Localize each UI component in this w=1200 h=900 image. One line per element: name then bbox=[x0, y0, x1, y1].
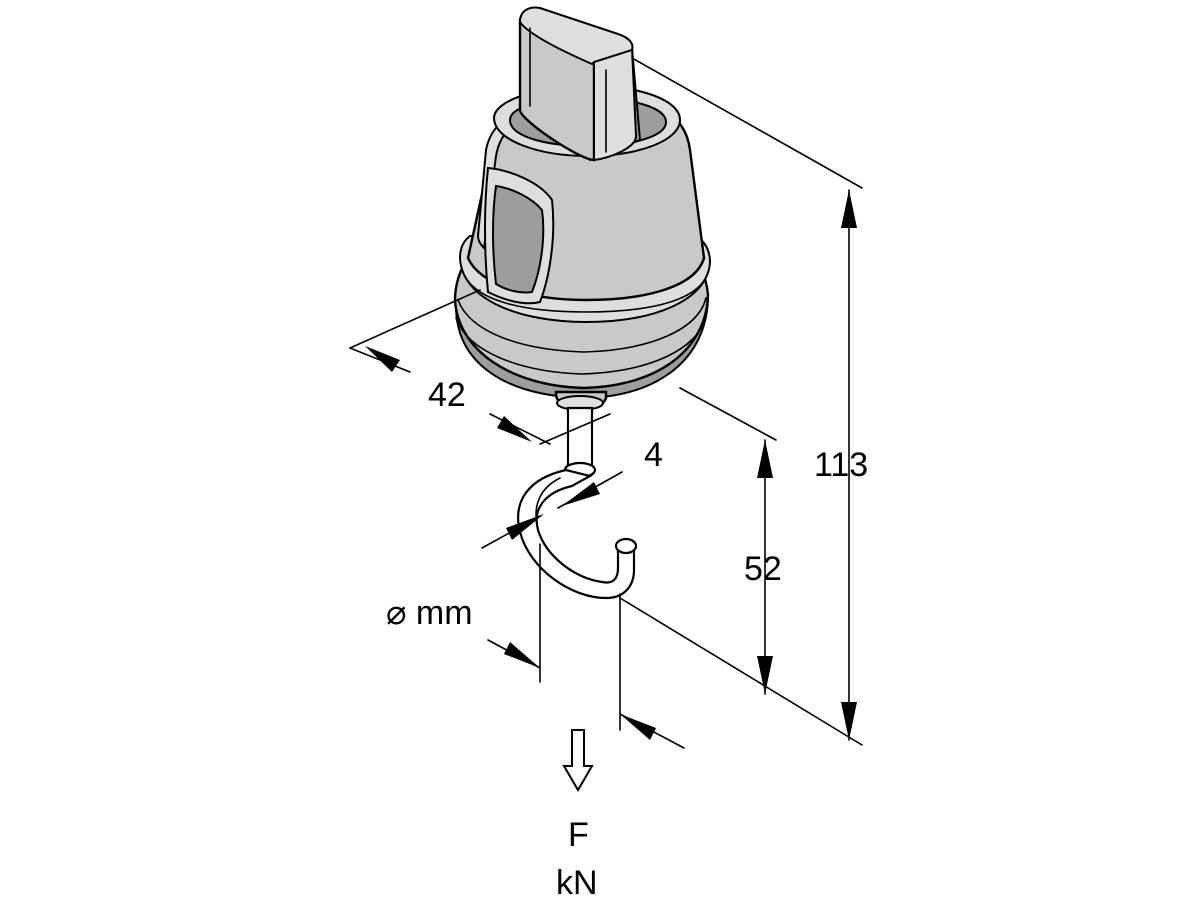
width-dimension-line-b bbox=[489, 413, 551, 445]
load-arrow-icon bbox=[562, 729, 594, 792]
dimension-hook-height-label: 52 bbox=[744, 550, 782, 588]
key-edge bbox=[529, 27, 607, 153]
height-arrow-top bbox=[841, 190, 857, 228]
key-right bbox=[593, 46, 638, 162]
dimension-diameter-label: ⌀ mm bbox=[386, 594, 473, 632]
ceiling-hook-suspension bbox=[453, 6, 712, 600]
hook-height-arrow-bottom bbox=[757, 656, 773, 694]
body-window-inner bbox=[492, 184, 545, 294]
width-arrow-right bbox=[497, 416, 532, 442]
body-base-groove bbox=[455, 315, 707, 375]
diameter-arrow-right bbox=[620, 714, 656, 740]
load-symbol-label: F bbox=[568, 816, 589, 854]
body-base-groove-2 bbox=[457, 297, 707, 353]
wire-arrow-right bbox=[562, 482, 600, 506]
dimension-width-label: 42 bbox=[428, 376, 466, 414]
diameter-arrow-left bbox=[504, 642, 540, 668]
hook-tip bbox=[614, 537, 638, 555]
height-bottom-extension bbox=[619, 597, 863, 746]
width-extension-line-2 bbox=[539, 413, 611, 445]
hook-wire-inner bbox=[535, 477, 561, 529]
key-top bbox=[518, 6, 634, 66]
width-arrow-left bbox=[365, 346, 400, 372]
hook-stem bbox=[566, 406, 594, 468]
width-extension-line bbox=[349, 289, 481, 349]
dimension-total-height-label: 113 bbox=[814, 446, 868, 484]
dimension-wire-label: 4 bbox=[644, 436, 663, 474]
wire-arrow-left bbox=[506, 514, 544, 540]
load-unit-label: kN bbox=[556, 864, 598, 900]
dimension-lines bbox=[349, 57, 863, 792]
hook-height-top-extension bbox=[679, 387, 777, 441]
body-collar-line bbox=[461, 269, 709, 313]
height-top-extension bbox=[631, 57, 863, 189]
hook-wire bbox=[517, 468, 636, 600]
height-arrow-bottom bbox=[841, 702, 857, 740]
hook-height-arrow-top bbox=[757, 440, 773, 478]
